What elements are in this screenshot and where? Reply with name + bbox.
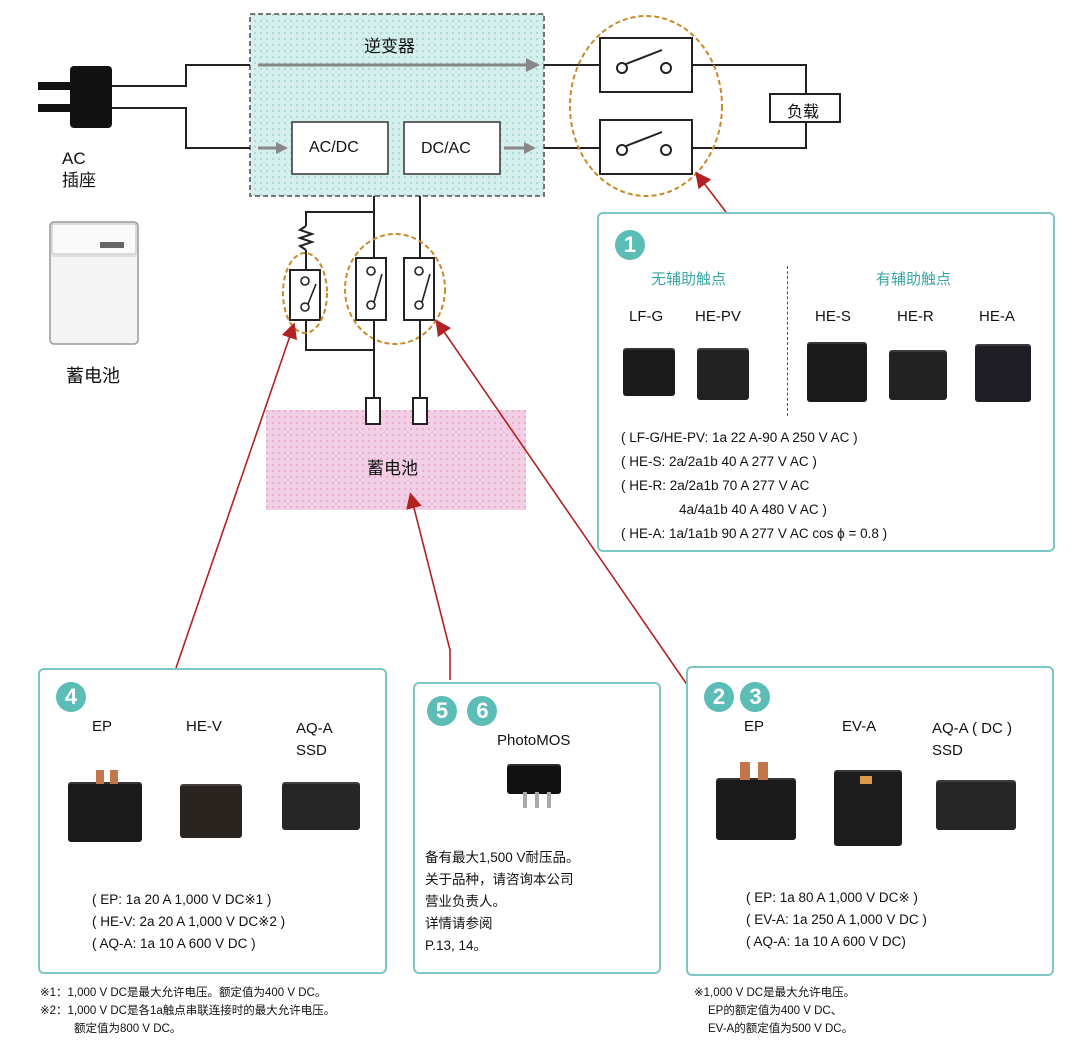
product-label: LF-G — [629, 308, 664, 325]
relay-switch-top — [599, 37, 693, 93]
badge-5: 5 — [427, 696, 457, 726]
group-aux: 有辅助触点 — [876, 271, 952, 288]
spec-line: ( EP: 1a 80 A 1,000 V DC※ ) — [746, 890, 918, 905]
panel-1: 1 无辅助触点 有辅助触点 LF-G HE-PV HE-S HE-R HE-A … — [597, 212, 1055, 552]
product-label: EV-A — [842, 718, 877, 735]
badge-1: 1 — [615, 230, 645, 260]
ssd-image-aq-a — [282, 782, 360, 830]
panel-5-6: 5 6 PhotoMOS 备有最大1,500 V耐压品。 关于品种，请咨询本公司… — [413, 682, 661, 974]
footnote: 额定值为800 V DC。 — [74, 1023, 182, 1035]
spec-line: ( AQ-A: 1a 10 A 600 V DC) — [746, 934, 906, 949]
acdc-label: AC/DC — [309, 139, 359, 156]
group-divider — [787, 266, 788, 416]
group-no-aux: 无辅助触点 — [651, 271, 727, 288]
product-label: HE-V — [186, 718, 222, 735]
ac-plug — [70, 66, 112, 128]
info-line: 营业负责人。 — [425, 894, 506, 909]
product-label: HE-A — [979, 308, 1015, 325]
dcac-label: DC/AC — [421, 140, 471, 157]
product-label: HE-PV — [695, 308, 741, 325]
product-label: HE-S — [815, 308, 851, 325]
info-line: P.13, 14。 — [425, 938, 488, 953]
badge-6: 6 — [467, 696, 498, 726]
load-box — [769, 93, 841, 123]
info-line: 备有最大1,500 V耐压品。 — [425, 850, 580, 865]
inverter-title: 逆变器 — [364, 37, 415, 56]
battery-block-label: 蓄电池 — [367, 459, 418, 478]
relay-image-ep — [68, 782, 142, 842]
spec-line: ( EP: 1a 20 A 1,000 V DC※1 ) — [92, 892, 272, 907]
spec-line: ( HE-V: 2a 20 A 1,000 V DC※2 ) — [92, 914, 286, 929]
spec-line: ( HE-A: 1a/1a1b 90 A 277 V AC cos ϕ = 0.… — [621, 526, 888, 541]
relay-image-he-r — [889, 350, 947, 400]
product-label: AQ-A ( DC ) SSD — [932, 720, 1013, 759]
relay-image-he-pv — [697, 348, 749, 400]
footnote: ※1,000 V DC是最大允许电压。 — [694, 987, 856, 999]
spec-line: 4a/4a1b 40 A 480 V AC ) — [679, 502, 827, 517]
relay-image-he-v — [180, 784, 242, 838]
footnote: ※1：1,000 V DC是最大允许电压。额定值为400 V DC。 — [40, 987, 327, 999]
load-label: 负载 — [787, 104, 820, 121]
product-label: EP — [92, 718, 113, 735]
info-line: 详情请参阅 — [425, 916, 493, 931]
relay-image-he-a — [975, 344, 1031, 402]
panel-2-3: 2 3 EP EV-A AQ-A ( DC ) SSD ( EP: 1a 80 … — [686, 666, 1054, 976]
spec-line: ( HE-S: 2a/2a1b 40 A 277 V AC ) — [621, 454, 817, 469]
relay-image-lf-g — [623, 348, 675, 396]
product-label: PhotoMOS — [497, 732, 571, 749]
badge-3: 3 — [740, 682, 771, 712]
relay-switch-bottom — [599, 119, 693, 175]
battery-block — [266, 410, 526, 510]
ssd-image-aq-a-dc — [936, 780, 1016, 830]
battery-unit-label: 蓄电池 — [66, 366, 120, 386]
panel-4: 4 EP HE-V AQ-A SSD ( EP: 1a 20 A 1,000 V… — [38, 668, 387, 974]
photomos-image — [507, 764, 561, 794]
spec-line: ( LF-G/HE-PV: 1a 22 A-90 A 250 V AC ) — [621, 430, 858, 445]
relay-image-he-s — [807, 342, 867, 402]
badge-4: 4 — [56, 682, 86, 712]
footnote: EP的额定值为400 V DC、 — [708, 1005, 843, 1017]
ac-outlet-label: AC 插座 — [62, 149, 96, 190]
product-label: AQ-A SSD — [296, 720, 333, 759]
badge-2: 2 — [704, 682, 734, 712]
spec-line: ( HE-R: 2a/2a1b 70 A 277 V AC — [621, 478, 810, 493]
dcac-box — [403, 121, 501, 175]
footnote: EV-A的额定值为500 V DC。 — [708, 1023, 854, 1035]
info-line: 关于品种，请咨询本公司 — [425, 872, 574, 887]
product-label: HE-R — [897, 308, 934, 325]
spec-line: ( AQ-A: 1a 10 A 600 V DC ) — [92, 936, 256, 951]
relay-image-ep-2 — [716, 778, 796, 840]
product-label: EP — [744, 718, 765, 735]
footnote: ※2：1,000 V DC是各1a触点串联连接时的最大允许电压。 — [40, 1005, 336, 1017]
acdc-box — [291, 121, 389, 175]
spec-line: ( EV-A: 1a 250 A 1,000 V DC ) — [746, 912, 927, 927]
